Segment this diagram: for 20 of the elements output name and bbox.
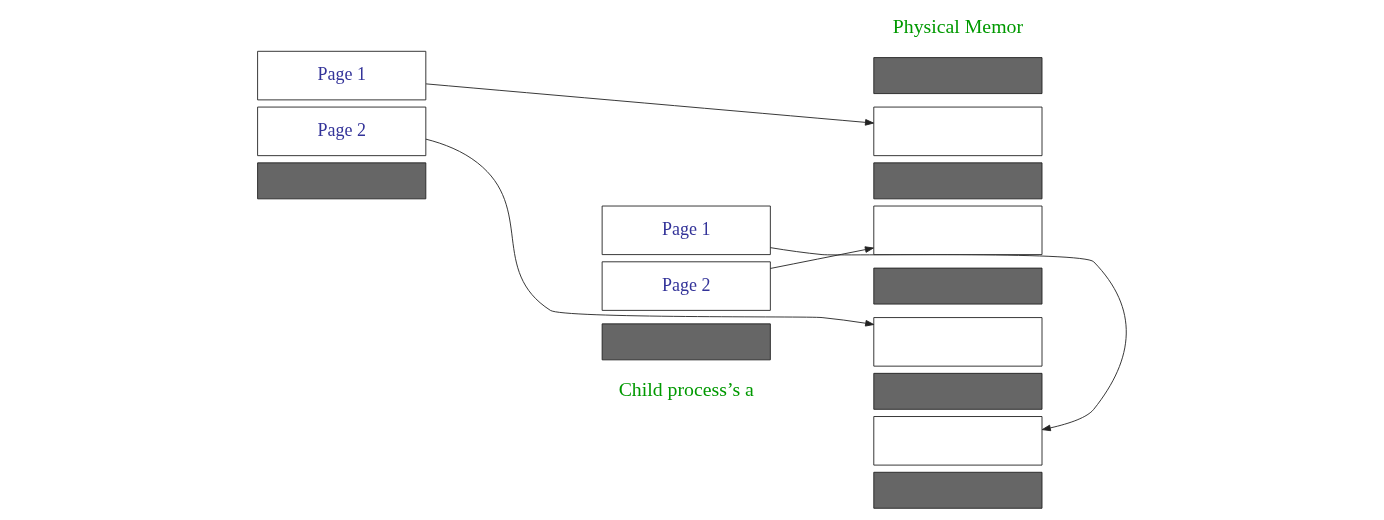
arrow xyxy=(425,138,875,327)
node-bar xyxy=(873,267,1043,305)
arrow xyxy=(769,246,874,269)
node-box xyxy=(873,416,1043,466)
node-bar xyxy=(601,323,771,361)
node-box xyxy=(873,205,1043,256)
node-bar xyxy=(257,162,427,200)
node-box: Page 2 xyxy=(257,106,427,157)
node-bar xyxy=(873,57,1043,95)
arrow xyxy=(425,83,874,126)
node-box xyxy=(873,106,1043,157)
node-bar xyxy=(873,162,1043,200)
label: Child process’s a xyxy=(618,378,754,401)
node-box: Page 1 xyxy=(257,50,427,101)
label: Physical Memor xyxy=(892,14,1024,37)
node-bar xyxy=(873,471,1043,509)
node-bar xyxy=(873,372,1043,410)
node-box: Page 2 xyxy=(601,261,771,311)
node-box: Page 1 xyxy=(601,205,771,256)
node-box xyxy=(873,317,1043,367)
